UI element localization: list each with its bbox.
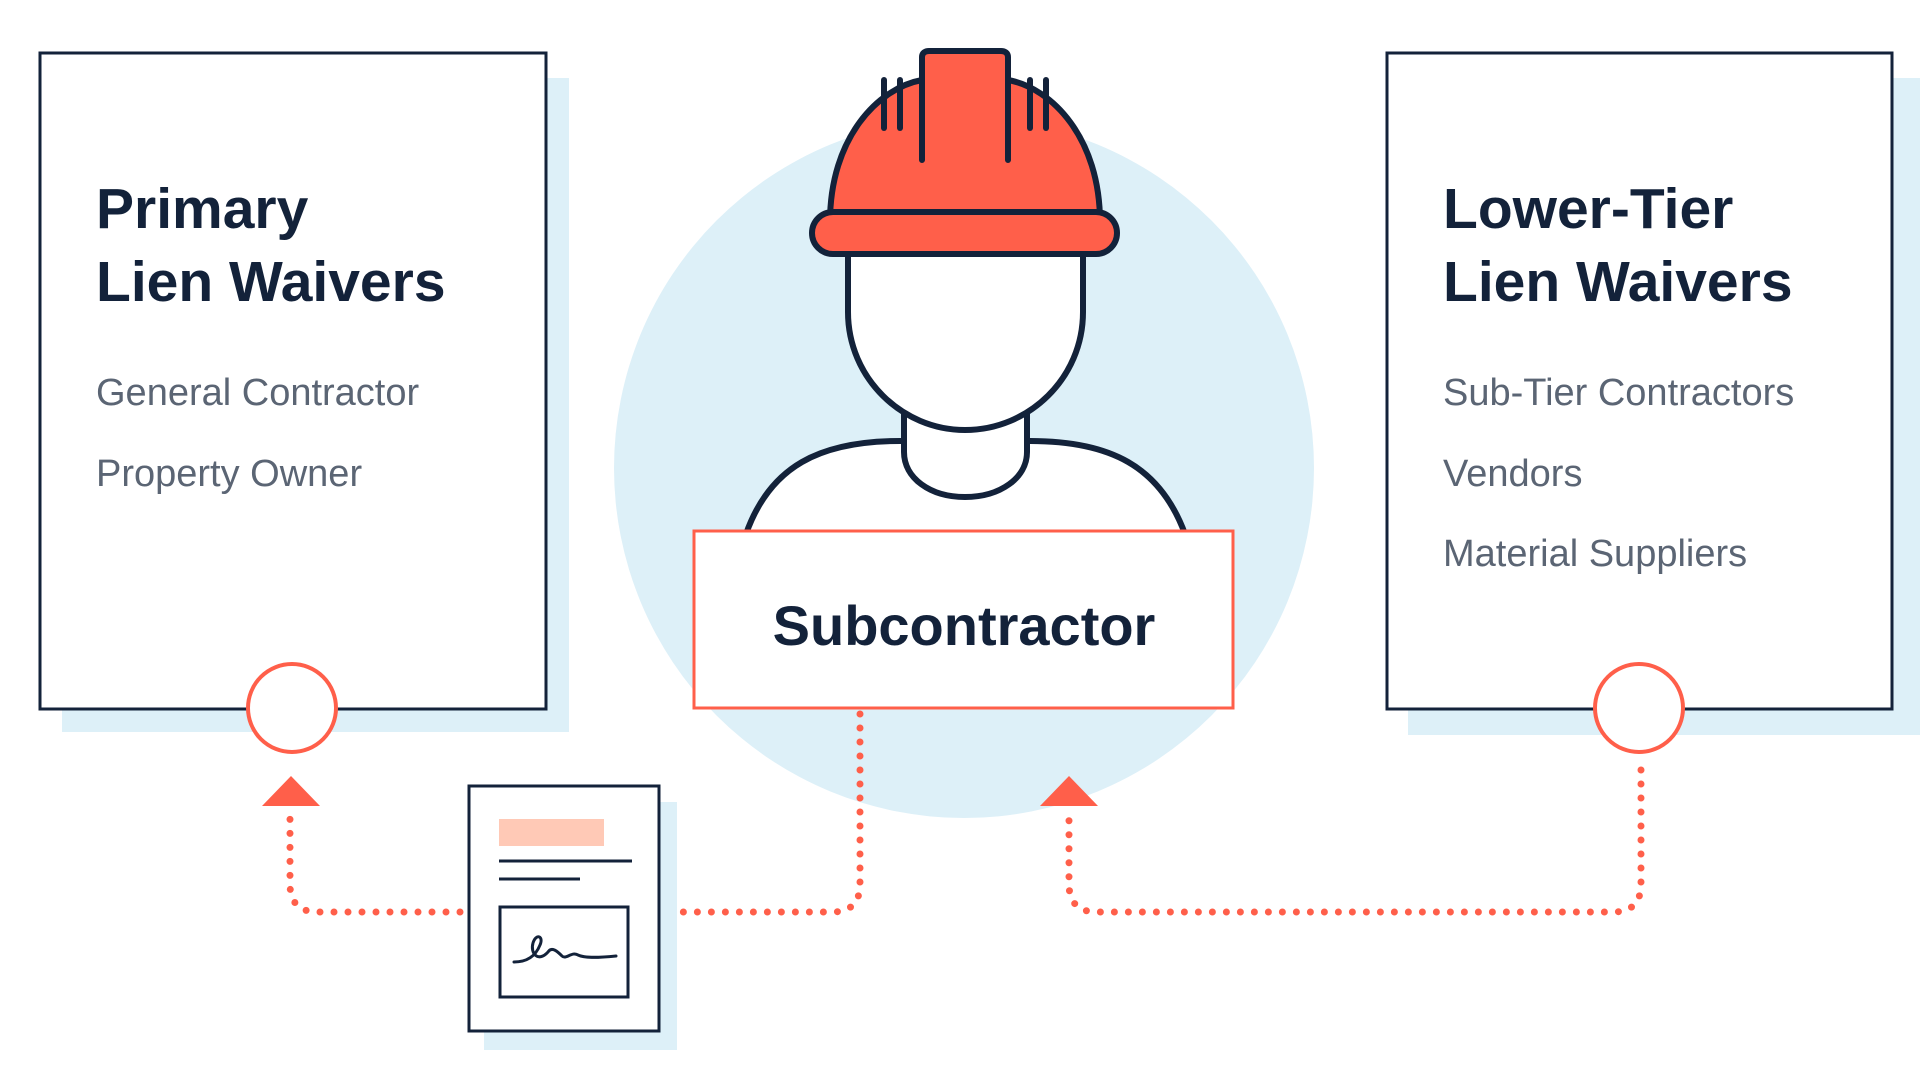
subcontractor-box: Subcontractor <box>692 529 1235 710</box>
subcontractor-frame <box>692 529 1235 710</box>
card-item: Vendors <box>1443 453 1582 495</box>
signature-scribble <box>512 935 618 964</box>
signature-box <box>498 905 630 999</box>
card-box <box>38 51 548 711</box>
primary-lien-waivers-card: Primary Lien Waivers General Contractor … <box>38 51 569 754</box>
card-item: Sub-Tier Contractors <box>1443 372 1794 414</box>
subcontractor-label: Subcontractor <box>773 594 1156 657</box>
card-title-line1: Primary <box>96 177 309 241</box>
arrow-up-icon <box>1040 776 1098 806</box>
connector-node <box>246 662 338 754</box>
signed-document-icon <box>467 784 677 1050</box>
card-title-line2: Lien Waivers <box>1443 250 1793 314</box>
connector-subcontractor-to-document <box>678 710 864 916</box>
worker-face <box>845 245 1086 433</box>
card-item: Property Owner <box>96 453 362 495</box>
document-header-bar <box>499 819 604 846</box>
connector-document-to-primary <box>286 808 464 916</box>
helmet-brim <box>809 209 1120 257</box>
connector-lowertier-to-subcontractor <box>1065 766 1645 916</box>
construction-worker-icon <box>743 48 1188 537</box>
card-box <box>1385 51 1894 711</box>
lower-tier-lien-waivers-card: Lower-Tier Lien Waivers Sub-Tier Contrac… <box>1385 51 1920 754</box>
arrow-up-icon <box>262 776 320 806</box>
connector-lines <box>286 710 1645 916</box>
card-item: Material Suppliers <box>1443 533 1747 575</box>
card-item: General Contractor <box>96 372 419 414</box>
card-title-line2: Lien Waivers <box>96 250 446 314</box>
helmet-ridge <box>919 48 1011 163</box>
card-title-line1: Lower-Tier <box>1443 177 1733 241</box>
connector-node <box>1593 662 1685 754</box>
